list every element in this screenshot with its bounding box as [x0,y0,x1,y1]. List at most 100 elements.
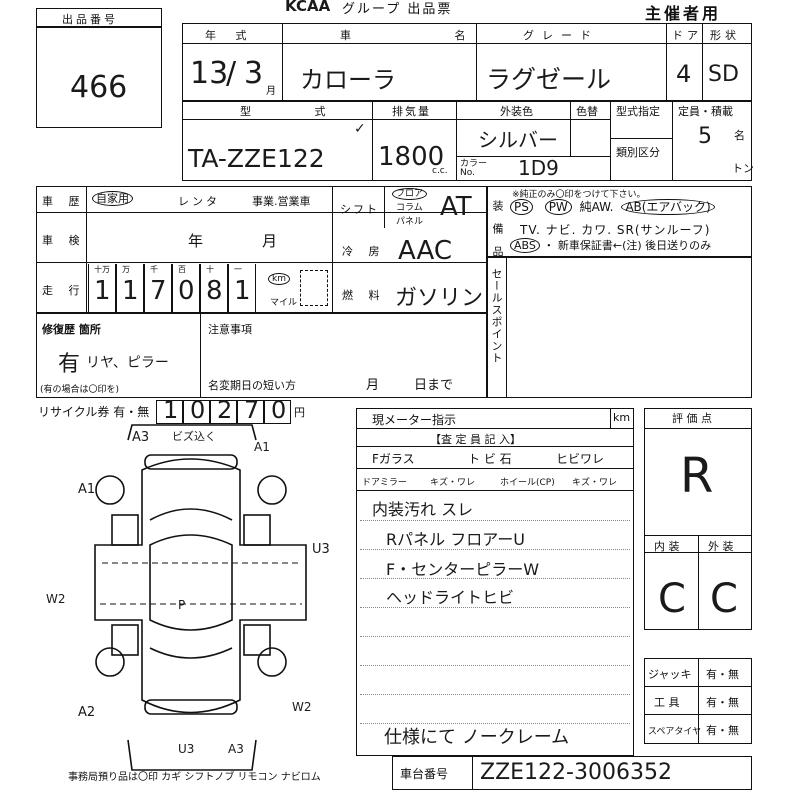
notes-label: 注意事項 [208,323,252,336]
exterior-label: 外 装 [708,540,734,553]
shift-option-column: コラム [396,203,423,213]
group-title: グループ 出品票 [342,2,453,17]
repair-label: 修復歴 箇所 [42,323,101,336]
recycle-cell [156,400,183,424]
color-no-label: カラーNo. [460,159,488,178]
shape-value: SD [708,62,739,87]
v6 [456,100,457,181]
sponsor-label: 主催者用 [645,4,722,23]
class-label: 類別区分 [616,146,660,159]
mileage-cell [116,264,144,312]
mileage-digit: 7 [150,276,167,306]
grade-value: ラグゼール [486,65,612,94]
row2-header-line [182,119,610,120]
mark-a1-top: A1 [254,440,270,454]
v8 [610,100,611,181]
org-title: KCAA [285,0,331,15]
history-option-rental: レンタ [178,195,220,208]
recycle-label: リサイクル券 有・無 [38,405,150,419]
v3 [666,23,667,100]
fglass-label: Fガラス [372,452,415,466]
m-v6 [384,186,385,228]
equip-abs: ABS [510,238,540,253]
meter-unit-sep [610,408,611,428]
disp-value: 1800 [378,142,445,172]
mileage-unit-label: 千 [150,265,158,274]
door-label: ドア [672,29,702,42]
recycle-cell [237,400,264,424]
acc-v [698,658,699,744]
inspection-month-unit: 月 [262,232,278,250]
mark-a2-bottom: A2 [78,705,96,720]
jack-label: ジャッキ [648,668,692,681]
recycle-digit: 1 [163,396,179,424]
color-no-value: 1D9 [518,156,559,180]
disp-unit: c.c. [432,166,448,176]
color-value: シルバー [478,128,558,152]
mileage-digit: 1 [122,276,139,306]
mileage-unit-label: 一 [234,265,242,274]
rename-month: 月 [366,378,380,393]
mileage-unit-label: 十 [206,265,214,274]
lot-number-box [36,8,162,128]
door-value: 4 [676,60,692,88]
equipment-note: ※純正のみ〇印をつけて下さい。 [512,190,646,200]
recycle-digit: 0 [190,396,206,424]
mileage-unit-label: 百 [178,265,186,274]
equipment-label: 装備品 [491,200,504,269]
mileage-digit: 1 [94,276,111,306]
shift-option-floor: フロア [392,186,428,200]
color-no-line [456,156,610,157]
chassis-sep [472,756,473,790]
mark-w2-right: W2 [292,700,312,714]
ruled-line [360,694,630,695]
remark-3: F・センターピラーW [386,560,540,579]
aircon-label: 冷 房 [342,245,386,258]
chassis-box [392,756,752,790]
repair-value: 有 [58,352,81,377]
shift-value: AT [440,192,472,222]
sales-point-label: セールスポイント [490,268,503,364]
mileage-unit-label: 万 [122,265,130,274]
remark-2: Rパネル フロアーU [386,530,525,549]
recycle-cell [183,400,210,424]
ruled-line [360,549,630,550]
v9 [672,100,673,181]
m-v1 [86,186,87,312]
lot-divider [36,26,162,28]
m-v5 [200,312,201,398]
fglass-options: ト ビ 石 [468,452,512,466]
ruled-line [360,607,630,608]
aircon-value: AAC [398,236,452,266]
inspector-box [356,408,634,756]
recycle-yen: 円 [294,406,305,419]
chassis-label: 車台番号 [400,767,449,781]
spare-label: スペアタイヤ [648,727,702,737]
history-label: 車 歴 [42,195,86,208]
meter-label: 現メーター指示 [372,413,457,427]
repair-note: (有の場合は〇印を) [40,385,120,395]
v2 [476,23,477,100]
score-label: 評 価 点 [672,412,712,425]
mileage-cell [200,264,228,312]
shift-option-panel: パネル [396,217,424,227]
m-v4 [506,256,507,398]
fuel-label: 燃 料 [342,289,386,302]
wheel-cap-options: キズ・ワレ [572,478,618,488]
m-h4 [486,256,752,258]
month-value: 3 [244,56,264,91]
exterior-value: C [710,576,738,622]
history-option-business: 事業.営業車 [252,195,311,208]
disp-label: 排気量 [392,105,431,118]
ruled-line [360,723,630,724]
mileage-cell [88,264,116,312]
m-h3 [36,312,486,314]
type-spec-label: 型式指定 [616,105,660,118]
history-section [36,186,752,398]
equip-ps: PS [510,199,533,215]
equipment-line3: ABS ・ 新車保証書←(注) 後日送りのみ [510,237,711,253]
mileage-unit-label: 十万 [94,265,110,274]
mark-a3-top: A3 [132,430,150,445]
equipment-line1: PS PW 純AW. AB(エアバック) [510,198,715,215]
